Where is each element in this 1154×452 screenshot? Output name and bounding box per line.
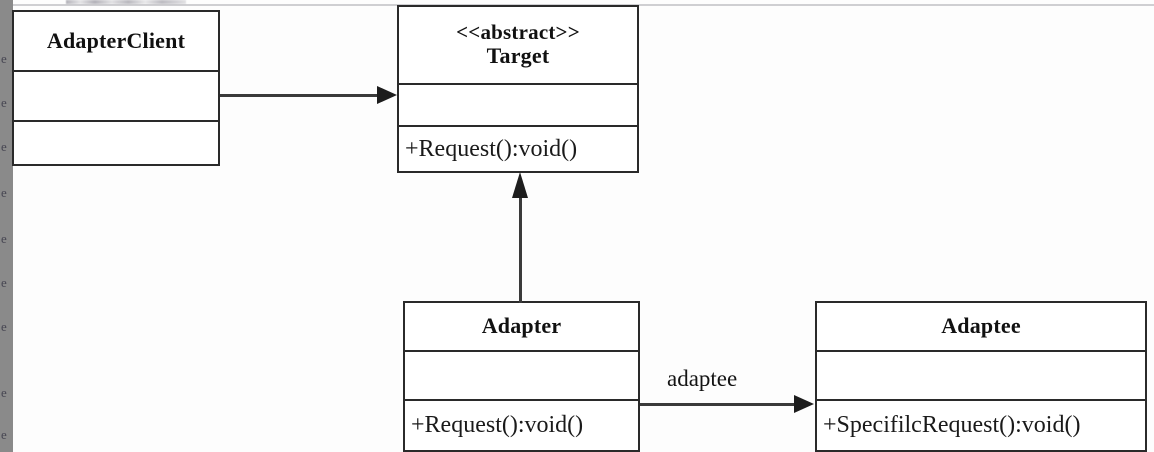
connector-label-adaptee: adaptee bbox=[667, 366, 738, 391]
class-attributes-compartment bbox=[817, 350, 1145, 399]
class-name-target: <<abstract>> Target bbox=[456, 19, 580, 69]
class-name-adapter-client: AdapterClient bbox=[46, 27, 186, 53]
scan-margin-glyph: e bbox=[1, 96, 7, 109]
class-box-target[interactable]: <<abstract>> Target +Request():void() bbox=[397, 5, 639, 173]
class-operations-compartment bbox=[14, 120, 218, 164]
class-name-compartment: <<abstract>> Target bbox=[399, 7, 637, 83]
class-name-compartment: Adapter bbox=[405, 303, 638, 350]
scan-margin-glyph: e bbox=[1, 428, 7, 441]
class-operations-adapter: +Request():void() bbox=[411, 412, 584, 438]
connector-client-to-target-arrowhead bbox=[377, 86, 397, 104]
class-name-compartment: Adaptee bbox=[817, 303, 1145, 350]
connector-adapter-to-adaptee-line bbox=[640, 403, 795, 406]
scan-margin-glyph: e bbox=[1, 320, 7, 333]
scan-margin-glyph: e bbox=[1, 52, 7, 65]
scan-clipped-text-line bbox=[66, 0, 186, 4]
class-operations-adaptee: +SpecifilcRequest():void() bbox=[823, 412, 1081, 438]
scan-margin-glyph: e bbox=[1, 186, 7, 199]
class-operations-compartment: +Request():void() bbox=[399, 125, 637, 171]
class-name-compartment: AdapterClient bbox=[14, 12, 218, 70]
connector-adapter-to-target-line bbox=[519, 193, 522, 303]
class-name-adapter: Adapter bbox=[481, 313, 562, 339]
class-operations-compartment: +Request():void() bbox=[405, 399, 638, 450]
class-stereotype-target: <<abstract>> bbox=[456, 19, 580, 44]
class-attributes-compartment bbox=[399, 83, 637, 125]
class-box-adapter[interactable]: Adapter +Request():void() bbox=[403, 301, 640, 452]
scan-left-margin bbox=[0, 0, 13, 452]
scan-margin-glyph: e bbox=[1, 386, 7, 399]
class-attributes-compartment bbox=[405, 350, 638, 399]
class-operations-compartment: +SpecifilcRequest():void() bbox=[817, 399, 1145, 450]
scan-margin-glyph: e bbox=[1, 232, 7, 245]
class-box-adaptee[interactable]: Adaptee +SpecifilcRequest():void() bbox=[815, 301, 1147, 452]
class-operations-target: +Request():void() bbox=[405, 135, 578, 162]
connector-client-to-target-line bbox=[220, 94, 378, 97]
scan-margin-glyph: e bbox=[1, 276, 7, 289]
class-attributes-compartment bbox=[14, 70, 218, 120]
class-box-adapter-client[interactable]: AdapterClient bbox=[12, 10, 220, 166]
connector-adapter-to-adaptee-arrowhead bbox=[794, 395, 814, 413]
class-name-target-label: Target bbox=[486, 43, 550, 69]
class-name-adaptee: Adaptee bbox=[941, 313, 1021, 339]
connector-adapter-to-target-arrowhead bbox=[512, 172, 528, 198]
scan-margin-glyph: e bbox=[1, 140, 7, 153]
